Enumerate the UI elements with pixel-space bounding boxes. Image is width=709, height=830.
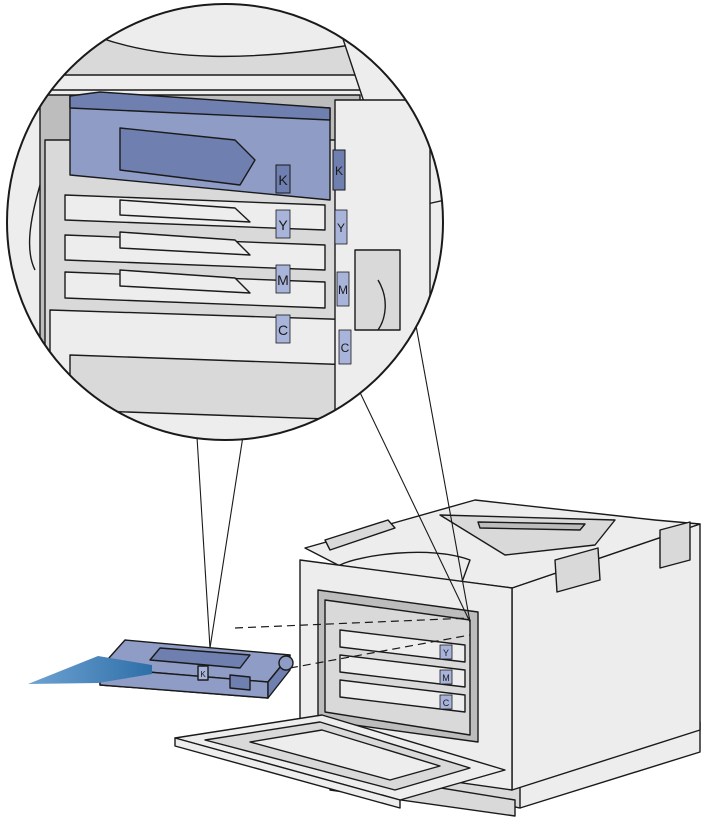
zoom-leader-lines xyxy=(196,319,471,649)
zoom-slot-label-c: C xyxy=(278,322,288,338)
cartridge-label-k: K xyxy=(200,670,206,679)
printer-slot-labels: Y M C xyxy=(439,644,453,710)
printer-slot-label-c: C xyxy=(443,698,450,708)
insertion-guide-lines xyxy=(234,617,471,669)
front-door xyxy=(174,714,506,809)
zoom-slot-label-m: M xyxy=(277,272,289,288)
zoom-slot-labels: K Y M C xyxy=(275,164,291,344)
insert-direction-arrow xyxy=(28,656,152,684)
zoom-side-label-c: C xyxy=(341,341,350,355)
printer-slot-label-y: Y xyxy=(443,648,449,658)
zoom-slot-label-k: K xyxy=(278,172,288,188)
zoom-side-label-k: K xyxy=(335,164,343,178)
zoom-side-label-m: M xyxy=(338,283,348,297)
zoom-side-label-y: Y xyxy=(337,221,345,235)
zoom-side-labels: K Y M C xyxy=(332,149,352,365)
zoom-slot-label-y: Y xyxy=(278,217,288,233)
zoom-circle-outline xyxy=(6,3,444,441)
zoom-detail: K Y M C K Y M C xyxy=(6,3,444,441)
printer-slot-label-m: M xyxy=(442,673,450,683)
